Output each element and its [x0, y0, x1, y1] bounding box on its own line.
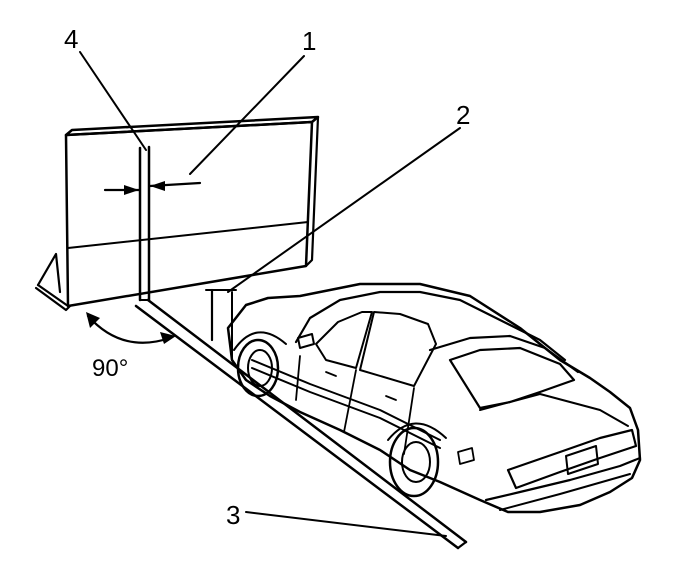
alignment-board [34, 115, 320, 312]
callout-1: 1 [302, 26, 316, 56]
callout-4: 4 [64, 24, 78, 54]
callout-leaders [79, 51, 461, 537]
angle-label: 90° [92, 355, 128, 382]
right-angle-indicator [86, 312, 176, 344]
floor-reference-line [134, 298, 468, 550]
callout-3: 3 [226, 500, 240, 530]
gap-dimension-arrows [103, 181, 202, 195]
callout-2: 2 [456, 100, 470, 130]
car-illustration [226, 282, 642, 514]
reference-strip [138, 145, 151, 302]
